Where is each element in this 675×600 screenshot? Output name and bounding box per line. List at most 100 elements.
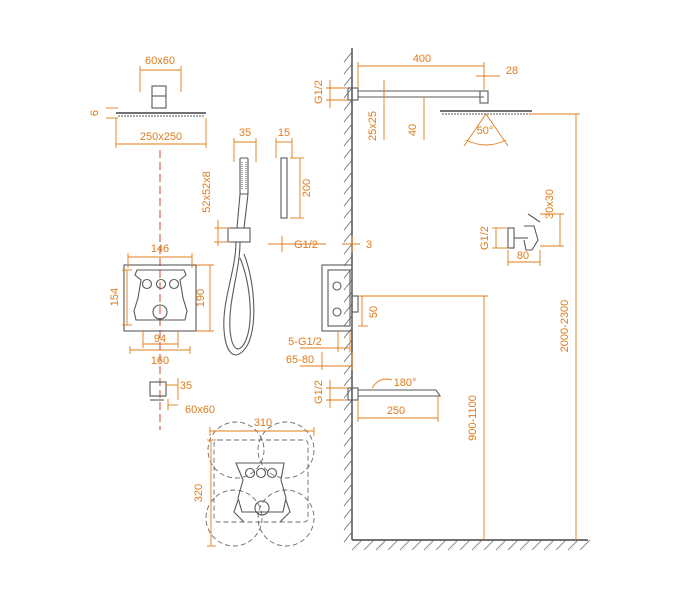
wall-hatch-line [343, 171, 353, 183]
install-depth-label: 5-G1/2 [288, 336, 322, 348]
arm-offset-label: 40 [407, 124, 419, 136]
wall-hatch-line [343, 183, 353, 195]
wall-hatch-line [343, 519, 353, 531]
wall-hatch-line [343, 195, 353, 207]
wall-hatch-line [343, 315, 353, 327]
floor-hatch-line [519, 539, 531, 551]
floor-hatch-line [459, 539, 471, 551]
floor-hatch-line [543, 539, 555, 551]
wall-hatch-line [343, 483, 353, 495]
wall-hatch-line [343, 291, 353, 303]
wall-hatch-line [343, 231, 353, 243]
top-thread-label: G1/2 [313, 80, 325, 104]
wall-hatch-line [343, 63, 353, 75]
wall-hatch-line [343, 435, 353, 447]
valve-width-bottom-label: 160 [151, 355, 169, 367]
wall-hatch-line [343, 375, 353, 387]
wall-hatch-line [343, 447, 353, 459]
holder-size-side-label: 30x30 [544, 189, 556, 219]
wall-hatch-line [343, 423, 353, 435]
wall-hatch-line [343, 255, 353, 267]
head-thickness-label: 6 [89, 110, 101, 116]
spout-length-label: 250 [387, 405, 405, 417]
tilt-label: 50° [477, 125, 494, 137]
floor-hatch-line [555, 539, 567, 551]
floor-hatch-line [411, 539, 423, 551]
floor-hatch-line [387, 539, 399, 551]
spout-thread-label: G1/2 [313, 380, 325, 404]
hand-shower-view: 35 15 52x52x8 200 G1/2 [201, 127, 326, 356]
wall-hatch-line [343, 267, 353, 279]
wall-hatch-line [343, 303, 353, 315]
wall [343, 48, 353, 543]
wall-hatch-line [343, 411, 353, 423]
floor-hatch-line [483, 539, 495, 551]
arm-length-label: 400 [413, 53, 431, 65]
wall-hatch-line [343, 351, 353, 363]
head-depth-label: 28 [506, 65, 518, 77]
body-depth-label: 65-80 [286, 354, 314, 366]
valve-offset-label: 50 [368, 306, 380, 318]
wall-hatch-line [343, 207, 353, 219]
valve-height-right-label: 190 [195, 289, 207, 307]
floor-hatch-line [507, 539, 519, 551]
head-height-label: 2000-2300 [559, 300, 571, 353]
wall-hatch-line [343, 459, 353, 471]
floor-hatch-line [375, 539, 387, 551]
valve-width-top-label: 146 [151, 243, 169, 255]
floor-hatch-line [351, 539, 363, 551]
wall-hatch-line [343, 147, 353, 159]
floor [351, 539, 591, 551]
wall-hatch-line [343, 51, 353, 63]
valve-height-left-label: 154 [109, 288, 121, 306]
holder-size-label: 52x52x8 [201, 171, 213, 213]
floor-hatch-line [435, 539, 447, 551]
floor-hatch-line [363, 539, 375, 551]
valve-inner-label: 94 [154, 333, 166, 345]
holder-depth-label: 80 [517, 250, 529, 262]
floor-hatch-line [567, 539, 579, 551]
floor-hatch-line [495, 539, 507, 551]
wall-hatch-line [343, 507, 353, 519]
footprint-view: 310 320 [193, 417, 315, 547]
hand-thread-label: G1/2 [294, 239, 318, 251]
overhead-shower-side: 400 28 G1/2 25x25 40 50° [313, 53, 532, 147]
spout-side: 180° G1/2 250 [313, 377, 442, 422]
wall-hatch-line [343, 495, 353, 507]
hand-width-label: 35 [239, 127, 251, 139]
wall-hatch-line [343, 363, 353, 375]
valve-front-view: 146 154 190 94 160 [109, 243, 214, 367]
wall-hatch-line [343, 327, 353, 339]
head-size-label: 60x60 [145, 55, 175, 67]
holder-thread-label: G1/2 [479, 226, 491, 250]
wall-hatch-line [343, 75, 353, 87]
arm-size-label: 25x25 [367, 111, 379, 141]
bottom-flange-view: 35 60x60 [149, 378, 215, 416]
holder-side: 30x30 G1/2 80 [479, 189, 564, 266]
spout-rotation-label: 180° [394, 377, 417, 389]
wall-hatch-line [343, 471, 353, 483]
flange-depth-label: 35 [180, 380, 192, 392]
wall-hatch-line [343, 99, 353, 111]
floor-hatch-line [423, 539, 435, 551]
floor-hatch-line [399, 539, 411, 551]
wall-hatch-line [343, 243, 353, 255]
footprint-height-label: 320 [193, 484, 205, 502]
floor-hatch-line [471, 539, 483, 551]
head-top-view: 60x60 6 250x250 [89, 55, 207, 148]
height-dimensions: 2000-2300 900-1100 [390, 113, 580, 540]
hand-depth-label: 15 [278, 127, 290, 139]
wall-gap-label: 3 [366, 239, 372, 251]
wall-hatch-line [343, 123, 353, 135]
head-width-label: 250x250 [140, 131, 182, 143]
wall-hatch-line [343, 531, 353, 543]
floor-hatch-line [579, 539, 591, 551]
footprint-width-label: 310 [254, 417, 272, 429]
flange-size-label: 60x60 [185, 404, 215, 416]
wall-hatch-line [343, 279, 353, 291]
wall-hatch-line [343, 339, 353, 351]
floor-hatch-line [531, 539, 543, 551]
hand-length-label: 200 [301, 179, 313, 197]
